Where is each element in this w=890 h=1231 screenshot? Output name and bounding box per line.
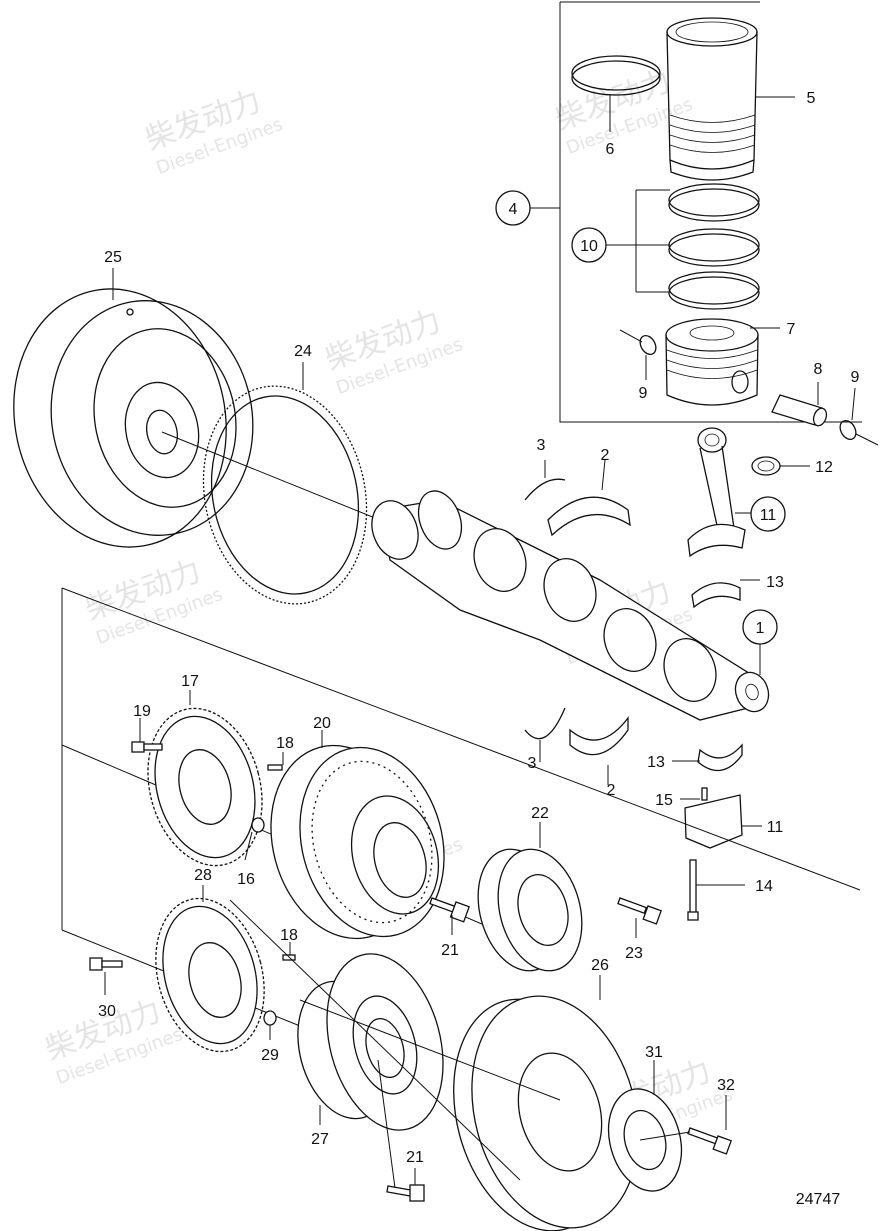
callout-labels: 1 2 2 3 3 4 5 6 7 8 9 9 10 11 11 12 13 1… <box>98 90 859 1166</box>
callout-circle-11 <box>750 496 786 532</box>
piston-pin <box>771 394 828 427</box>
leader-21b <box>377 1059 416 1189</box>
callout-2a: 2 <box>601 447 610 464</box>
callout-16: 16 <box>237 871 255 888</box>
sleeve-29 <box>263 1010 277 1026</box>
callout-5: 5 <box>807 90 816 107</box>
vibration-damper <box>270 744 445 940</box>
crankshaft-hub-27 <box>297 953 444 1131</box>
liner-seal-ring <box>571 55 661 96</box>
diagram-id: 24747 <box>796 1191 841 1208</box>
pulley-26 <box>453 995 639 1231</box>
leader-16 <box>244 831 253 861</box>
axis-flywheel <box>161 431 381 521</box>
callout-14: 14 <box>755 878 773 895</box>
connecting-rod <box>687 427 746 558</box>
crankshaft <box>371 490 770 721</box>
bolt-21-lower <box>386 1184 425 1202</box>
piston-group-bracket <box>559 1 862 423</box>
bolt-21-upper <box>429 897 470 923</box>
flywheel <box>13 288 254 548</box>
leader-2a-3a <box>544 459 606 491</box>
callout-18a: 18 <box>276 735 294 752</box>
main-bearing-lower <box>524 707 629 756</box>
piston <box>665 318 759 406</box>
callout-11a: 11 <box>760 507 777 524</box>
callout-9b: 9 <box>851 369 860 386</box>
callout-19: 19 <box>133 703 151 720</box>
leader-9b <box>851 387 879 446</box>
small-end-bushing <box>751 456 781 476</box>
callout-11b: 11 <box>767 819 784 836</box>
cylinder-liner <box>666 17 758 181</box>
leader-2b-3b <box>539 740 609 785</box>
bolt-30 <box>89 957 123 971</box>
callout-12: 12 <box>815 459 833 476</box>
callout-27: 27 <box>311 1131 329 1148</box>
timing-gear-17 <box>147 707 263 867</box>
callout-6: 6 <box>606 141 615 158</box>
callout-7: 7 <box>787 321 796 338</box>
callout-23: 23 <box>625 945 643 962</box>
axis-front <box>229 899 691 1181</box>
pulley-22 <box>477 848 583 972</box>
callout-29: 29 <box>261 1047 279 1064</box>
main-bearing-upper <box>524 478 631 537</box>
callout-18b: 18 <box>280 927 298 944</box>
front-parts-frame <box>61 587 861 1031</box>
connecting-rod-cap <box>684 794 743 849</box>
callout-13b: 13 <box>647 754 665 771</box>
callout-32: 32 <box>717 1077 735 1094</box>
callout-1: 1 <box>756 620 765 637</box>
callout-30: 30 <box>98 1003 116 1020</box>
callout-28: 28 <box>194 867 212 884</box>
callout-circle-4 <box>495 190 531 226</box>
callout-17: 17 <box>181 673 199 690</box>
adapter-plate-31 <box>607 1088 683 1192</box>
callout-9a: 9 <box>639 385 648 402</box>
leader-10 <box>604 189 670 293</box>
callout-22: 22 <box>531 805 549 822</box>
callout-13a: 13 <box>766 574 784 591</box>
callout-25: 25 <box>104 249 122 266</box>
rod-bearing-lower <box>697 743 743 772</box>
bolt-32 <box>687 1127 732 1155</box>
callout-circle-10 <box>571 227 607 263</box>
callout-8: 8 <box>814 361 823 378</box>
dowel-pin <box>701 787 708 801</box>
callout-26: 26 <box>591 957 609 974</box>
callout-10: 10 <box>580 238 598 255</box>
callout-3a: 3 <box>537 437 546 454</box>
flywheel-ring-gear <box>202 385 368 605</box>
leader-9a <box>619 329 647 380</box>
rod-bolt <box>687 859 699 921</box>
sleeve-16 <box>251 817 265 833</box>
callout-circle-1 <box>742 609 778 645</box>
callout-21a: 21 <box>441 942 459 959</box>
bolt-23 <box>617 897 662 925</box>
rod-bearing-upper <box>691 582 741 609</box>
callout-31: 31 <box>645 1044 663 1061</box>
circlip-left <box>639 335 657 355</box>
callout-24: 24 <box>294 343 312 360</box>
callout-20: 20 <box>313 715 331 732</box>
callout-15: 15 <box>655 792 673 809</box>
callout-21b: 21 <box>406 1149 424 1166</box>
circlip-right <box>839 420 857 440</box>
callout-2b: 2 <box>607 782 616 799</box>
timing-gear-28 <box>155 897 265 1053</box>
bolt-19 <box>131 741 163 753</box>
callout-4: 4 <box>509 201 518 218</box>
pin-18a <box>267 764 283 771</box>
callout-3b: 3 <box>528 755 537 772</box>
piston-rings <box>668 183 760 310</box>
